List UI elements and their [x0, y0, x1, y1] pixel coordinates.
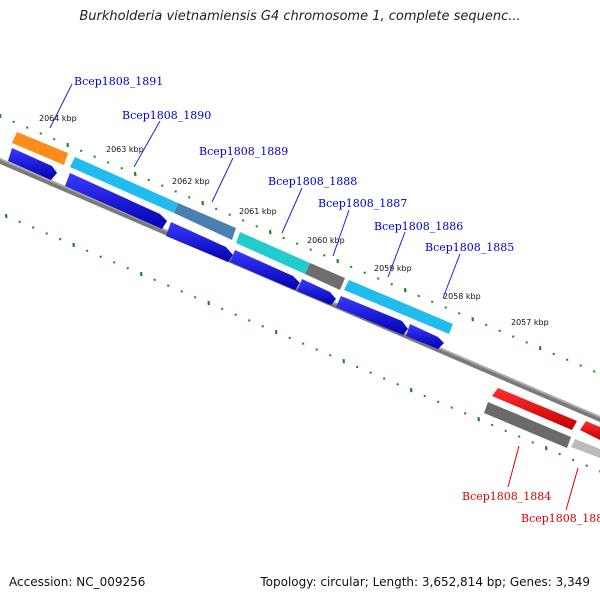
scale-label-2058: 2058 kbp [443, 292, 481, 301]
scale-label-2060: 2060 kbp [307, 236, 345, 245]
gene-arrow-1883[interactable] [580, 421, 600, 440]
gene-arrow-1890[interactable] [65, 173, 167, 229]
gene-label-1890[interactable]: Bcep1808_1890 [122, 109, 211, 122]
scale-ticks [0, 113, 600, 473]
gene-feature-1883-cog[interactable] [571, 439, 600, 458]
scale-label-2062: 2062 kbp [172, 177, 210, 186]
gene-feature-1886-cog[interactable] [344, 280, 453, 334]
gene-arrow-1891[interactable] [8, 148, 57, 180]
map-title: Burkholderia vietnamiensis G4 chromosome… [79, 9, 521, 24]
accession-text: Accession: NC_009256 [9, 575, 146, 589]
gene-arrow-1886[interactable] [336, 296, 408, 335]
scale-label-2061: 2061 kbp [239, 207, 277, 216]
gene-arrow-1889[interactable] [166, 222, 233, 262]
gene-feature-1890-cog[interactable] [70, 157, 178, 213]
gene-feature-1887-cog[interactable] [305, 263, 345, 290]
gene-label-1887[interactable]: Bcep1808_1887 [318, 197, 407, 210]
gene-feature-1891-cog[interactable] [12, 132, 68, 165]
scale-label-2063: 2063 kbp [106, 145, 144, 154]
gene-label-1884[interactable]: Bcep1808_1884 [462, 490, 551, 503]
gene-label-1889[interactable]: Bcep1808_1889 [199, 145, 288, 158]
gene-label-1891[interactable]: Bcep1808_1891 [74, 75, 163, 88]
label-leaders-top [49, 83, 461, 299]
gene-arrow-1888[interactable] [230, 250, 300, 290]
gene-label-1883[interactable]: Bcep1808_1883 [521, 512, 600, 525]
scale-label-2059: 2059 kbp [374, 264, 412, 273]
gene-arrow-1887[interactable] [297, 279, 336, 305]
gene-label-1888[interactable]: Bcep1808_1888 [268, 175, 357, 188]
gene-feature-1889-cog[interactable] [174, 203, 236, 240]
scale-label-2064: 2064 kbp [39, 114, 77, 123]
gene-feature-1888-cog[interactable] [236, 232, 310, 274]
gene-label-1885[interactable]: Bcep1808_1885 [425, 241, 514, 254]
gene-feature-1884-cog[interactable] [484, 402, 571, 448]
gene-label-1886[interactable]: Bcep1808_1886 [374, 220, 463, 233]
scale-label-2057: 2057 kbp [511, 318, 549, 327]
genome-summary-text: Topology: circular; Length: 3,652,814 bp… [260, 575, 590, 589]
label-leaders-bottom [507, 445, 579, 511]
gene-arrow-1885[interactable] [406, 324, 444, 349]
gene-arrow-1884[interactable] [492, 388, 577, 430]
